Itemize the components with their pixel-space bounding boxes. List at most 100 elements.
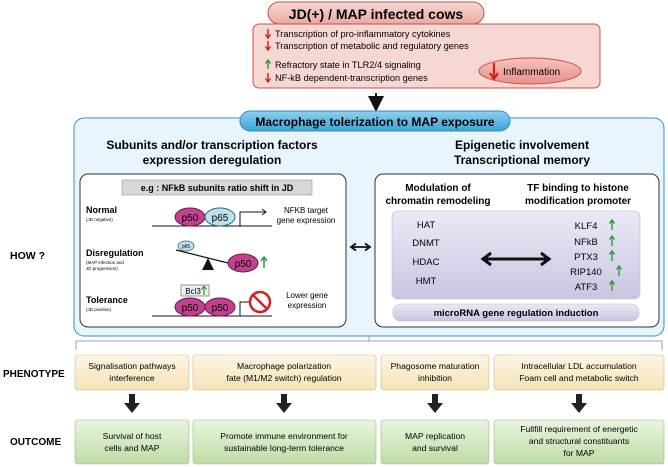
balance-fulcrum: [202, 258, 214, 270]
left-inner-box: [79, 173, 347, 328]
phenotype-2-line-1: Macrophage polarization: [237, 361, 331, 371]
right-sub-left-1: Modulation of: [405, 183, 471, 194]
microrna-text: microRNA gene regulation induction: [434, 308, 599, 319]
phenotype-box-2: [192, 354, 377, 391]
phenotype-1-line-1: Signalisation pathways: [88, 361, 175, 371]
outcome-4-line-1: Fullfill requirement of energetic: [520, 424, 638, 434]
banner-text: Macrophage tolerization to MAP exposure: [255, 115, 494, 129]
p65-label: p65: [212, 213, 229, 224]
up-arrow-icon: [608, 249, 616, 261]
down-arrow-icon: [124, 394, 140, 413]
right-sub-right-2: modification promoter: [525, 196, 631, 207]
enzyme-hmt: HMT: [416, 276, 437, 287]
inflammation-badge: [478, 57, 582, 85]
microrna-box: [392, 303, 640, 322]
down-arrow-icon: [264, 29, 272, 40]
enzyme-hdac: HDAC: [413, 257, 440, 268]
header-title: JD(+) / MAP infected cows: [289, 6, 464, 22]
outcome-box-3: [380, 419, 490, 465]
normal-label: Normal: [86, 205, 117, 215]
disregulation-sub-1: (MAP infection and: [86, 260, 124, 265]
right-sub-right-1: TF binding to histone: [527, 183, 629, 194]
bcl3-label: Bcl3: [185, 287, 201, 296]
phenotype-box-3: [380, 354, 490, 391]
bidirectional-arrow-icon: [349, 242, 372, 252]
row-label-phenotype: PHENOTYPE: [3, 369, 65, 380]
up-arrow-icon: [264, 58, 272, 69]
p50-large-label: p50: [235, 259, 252, 270]
phenotype-3-line-1: Phagosome maturation: [391, 361, 480, 371]
enzyme-hat: HAT: [417, 220, 435, 231]
bidirectional-arrow-icon: [480, 251, 552, 267]
promoter-arrow: [239, 208, 267, 226]
phenotype-box-1: [74, 354, 190, 391]
phenotype-box-4: [493, 354, 665, 391]
outcome-1-line-2: cells and MAP: [105, 443, 160, 453]
enzyme-dnmt: DNMT: [412, 238, 440, 249]
inflammation-label: Inflammation: [503, 67, 560, 78]
outcome-1-line-1: Survival of host: [103, 431, 162, 441]
up-arrow-icon: [260, 255, 268, 268]
outcome-2-line-2: sustainable long-term tolerance: [224, 443, 344, 453]
down-arrow-icon: [264, 41, 272, 52]
example-text: e.g : NFkB subunits ratio shift in JD: [141, 183, 294, 193]
outcome-3-line-2: and survival: [412, 443, 458, 453]
p50-subunit: [204, 297, 236, 317]
disregulation-sub-2: JD progression): [86, 266, 118, 271]
normal-output-1: NFKB target: [284, 206, 329, 215]
header-item-text: Refractory state in TLR2/4 signaling: [275, 60, 421, 70]
down-arrow-icon: [489, 63, 499, 81]
bcl3-box: [180, 284, 210, 297]
normal-output-2: gene expression: [277, 216, 336, 225]
up-arrow-icon: [608, 234, 616, 246]
phenotype-4-line-1: Intracellular LDL accumulation: [521, 361, 636, 371]
up-arrow-icon: [608, 218, 616, 230]
left-title-1: Subunits and/or transcription factors: [106, 138, 318, 152]
p50-label: p50: [182, 303, 199, 314]
header-item-text: Transcription of pro-inflammatory cytoki…: [275, 29, 451, 39]
left-title-2: expression deregulation: [143, 153, 282, 167]
phenotype-1-line-2: interference: [109, 373, 155, 383]
tf-klf4: KLF4: [575, 221, 598, 232]
banner: [239, 110, 511, 132]
p65-subunit-small: [177, 240, 195, 252]
tolerance-sub: (JD positive): [86, 307, 112, 312]
phenotype-to-outcome-arrows: [124, 394, 587, 413]
right-sub-left-2: chromatin remodeling: [385, 196, 490, 207]
tf-nfkb: NFkB: [574, 237, 598, 248]
header-item-4: NF-kB dependent-transcription genes: [264, 73, 428, 84]
phenotype-2-line-2: fate (M1/M2 switch) regulation: [226, 373, 341, 383]
example-box: [121, 179, 313, 196]
outcome-box-4: [493, 419, 665, 465]
tolerance-output-2: expression: [288, 301, 327, 310]
down-arrow-icon: [276, 394, 292, 413]
tolerance-label: Tolerance: [86, 295, 128, 305]
disregulation-label: Disregulation: [86, 248, 144, 258]
tf-rip140: RIP140: [570, 267, 602, 278]
header-item-text: Transcription of metabolic and regulator…: [275, 41, 469, 51]
p50-label: p50: [212, 303, 229, 314]
up-arrow-icon: [201, 284, 207, 295]
phenotype-3-line-2: inhibition: [418, 373, 452, 383]
p65-subunit: [204, 207, 236, 227]
outcome-2-line-1: Promote immune environment for: [220, 431, 348, 441]
p65-small-label: p65: [182, 244, 191, 250]
outcome-4-line-2: and structural constituants: [529, 436, 629, 446]
header-item-text: NF-kB dependent-transcription genes: [275, 73, 428, 83]
header-item-3: Refractory state in TLR2/4 signaling: [264, 58, 421, 70]
outcome-3-line-1: MAP replication: [405, 431, 465, 441]
outcome-box-2: [192, 419, 377, 465]
up-arrow-icon: [608, 279, 616, 291]
row-label-outcome: OUTCOME: [10, 437, 61, 448]
outcome-4-line-3: for MAP: [563, 448, 594, 458]
normal-sub: (JD negative): [86, 217, 113, 222]
header-item-1: Transcription of pro-inflammatory cytoki…: [264, 29, 451, 40]
tf-atf3: ATF3: [575, 282, 598, 293]
row-label-how: HOW ?: [10, 250, 45, 262]
tolerance-output-1: Lower gene: [286, 291, 328, 300]
tf-up-arrows: [608, 218, 623, 291]
up-arrow-icon: [615, 264, 623, 276]
tf-ptx3: PTX3: [574, 252, 598, 263]
